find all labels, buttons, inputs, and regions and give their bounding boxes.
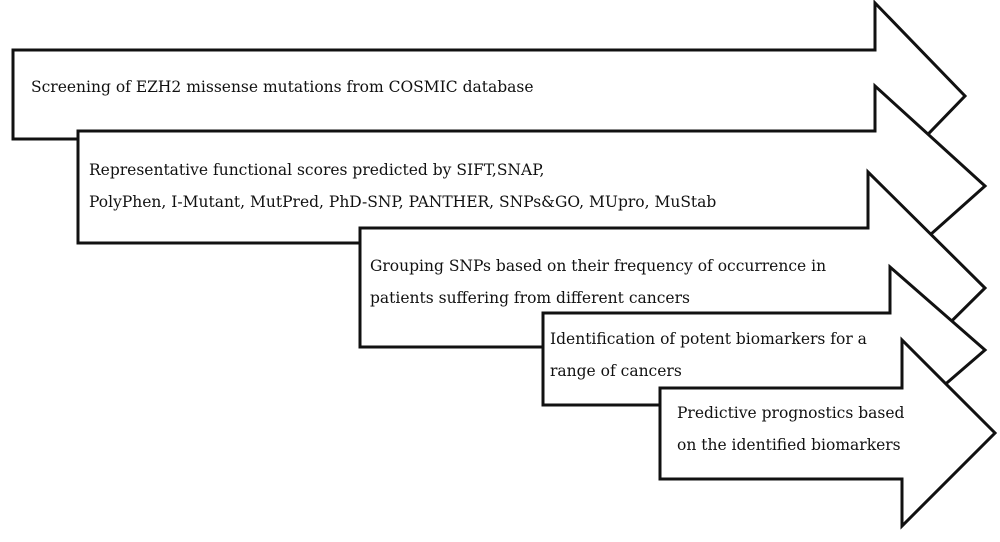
step-2-line-2: PolyPhen, I-Mutant, MutPred, PhD-SNP, PA…: [89, 193, 717, 211]
step-3-line-1: Grouping SNPs based on their frequency o…: [370, 257, 827, 275]
step-4-line-1: Identification of potent biomarkers for …: [550, 330, 867, 348]
step-4-text: Identification of potent biomarkers for …: [550, 323, 867, 387]
arrow-step-5: [658, 336, 998, 530]
step-2-text: Representative functional scores predict…: [89, 154, 716, 218]
step-3-text: Grouping SNPs based on their frequency o…: [370, 250, 826, 314]
step-1-text: Screening of EZH2 missense mutations fro…: [31, 71, 534, 103]
step-3-line-2: patients suffering from different cancer…: [370, 289, 690, 307]
step-2-line-1: Representative functional scores predict…: [89, 161, 545, 179]
step-5-text: Predictive prognostics based on the iden…: [677, 397, 904, 461]
step-1-line-1: Screening of EZH2 missense mutations fro…: [31, 78, 534, 96]
step-5-line-2: on the identified biomarkers: [677, 436, 901, 454]
step-4-line-2: range of cancers: [550, 362, 682, 380]
step-5-line-1: Predictive prognostics based: [677, 404, 905, 422]
